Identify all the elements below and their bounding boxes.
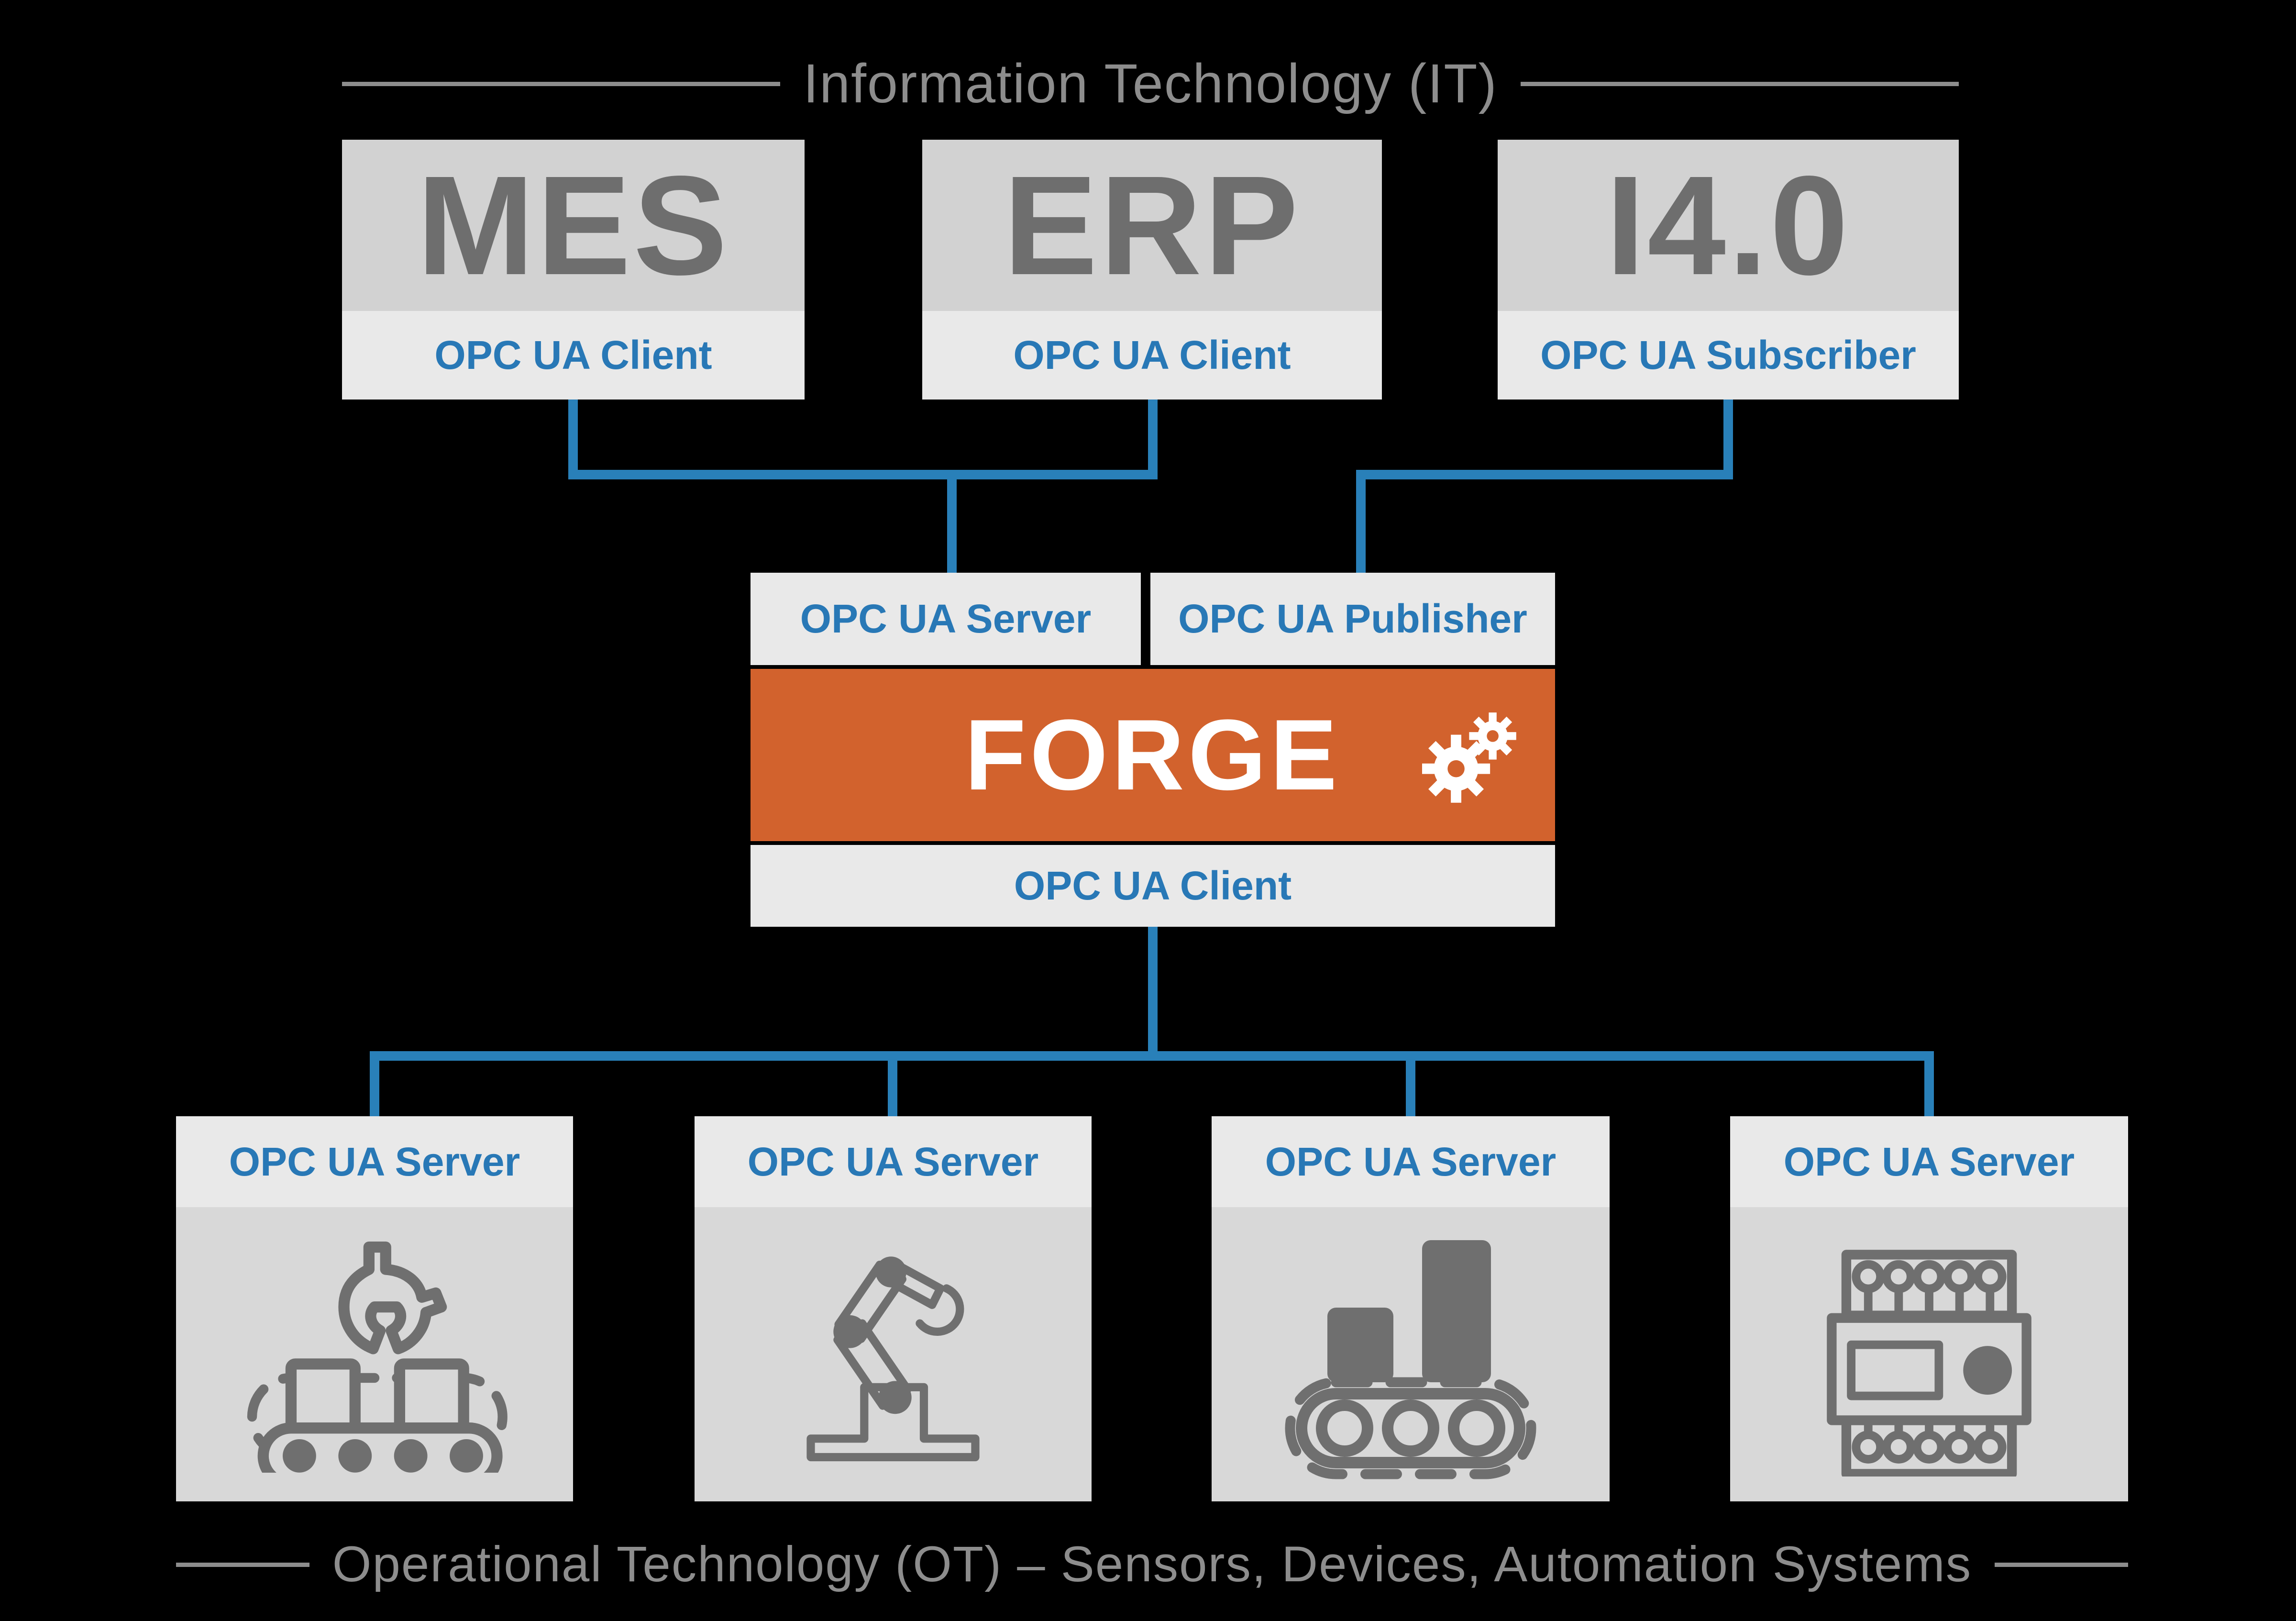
it-zone-header: Information Technology (IT) — [342, 45, 1959, 122]
system-box-erp: ERP OPC UA Client — [922, 140, 1382, 400]
ot-server-label: OPC UA Server — [1730, 1116, 2128, 1207]
system-box-mes: MES OPC UA Client — [342, 140, 805, 400]
ot-server-label: OPC UA Server — [176, 1116, 573, 1207]
gear-small — [1469, 712, 1516, 760]
connector-line — [1356, 470, 1733, 479]
connector-line — [888, 1061, 897, 1116]
system-role: OPC UA Client — [342, 311, 805, 400]
connector-line — [1406, 1061, 1415, 1116]
connector-line — [568, 400, 578, 479]
system-role: OPC UA Subscriber — [1498, 311, 1959, 400]
connector-line — [1924, 1061, 1934, 1116]
forge-role-server: OPC UA Server — [751, 573, 1141, 665]
ot-server-body — [176, 1207, 573, 1501]
it-zone-label: Information Technology (IT) — [803, 53, 1498, 114]
ot-server-label: OPC UA Server — [695, 1116, 1092, 1207]
divider-line — [1995, 1562, 2128, 1567]
connector-line — [1148, 927, 1158, 1052]
divider-line — [176, 1562, 309, 1567]
connector-line — [568, 470, 1158, 479]
agv-bar-chart-icon — [1285, 1240, 1536, 1479]
ot-zone-label: Operational Technology (OT) – Sensors, D… — [332, 1536, 1972, 1592]
connector-line — [947, 479, 957, 573]
ot-server-body — [1212, 1207, 1610, 1501]
ot-server-box-plc: OPC UA Server — [1730, 1116, 2128, 1501]
ot-server-box-conveyor: OPC UA Server — [176, 1116, 573, 1501]
connector-line — [1723, 400, 1733, 479]
plc-device-icon — [1827, 1249, 2031, 1477]
forge-band: FORGE — [751, 669, 1555, 841]
system-role: OPC UA Client — [922, 311, 1382, 400]
ot-server-body — [695, 1207, 1092, 1501]
ot-zone-header: Operational Technology (OT) – Sensors, D… — [176, 1526, 2128, 1603]
system-box-i40: I4.0 OPC UA Subscriber — [1498, 140, 1959, 400]
divider-line — [1520, 81, 1959, 86]
forge-title: FORGE — [964, 699, 1341, 811]
system-name: I4.0 — [1498, 140, 1959, 311]
forge-role-client: OPC UA Client — [751, 845, 1555, 927]
connector-line — [1148, 400, 1158, 479]
ot-server-body — [1730, 1207, 2128, 1501]
ot-server-box-robot: OPC UA Server — [695, 1116, 1092, 1501]
system-name: MES — [342, 140, 805, 311]
gears-icon — [1422, 712, 1516, 803]
system-name: ERP — [922, 140, 1382, 311]
ot-server-box-agv: OPC UA Server — [1212, 1116, 1610, 1501]
divider-line — [342, 81, 781, 86]
forge-role-publisher: OPC UA Publisher — [1150, 573, 1555, 665]
conveyor-gripper-icon — [247, 1241, 508, 1473]
gear-large — [1422, 734, 1490, 803]
ot-server-label: OPC UA Server — [1212, 1116, 1610, 1207]
connector-line — [370, 1061, 379, 1116]
robot-arm-icon — [806, 1256, 980, 1462]
connector-line — [370, 1051, 1934, 1061]
connector-line — [1356, 479, 1366, 573]
